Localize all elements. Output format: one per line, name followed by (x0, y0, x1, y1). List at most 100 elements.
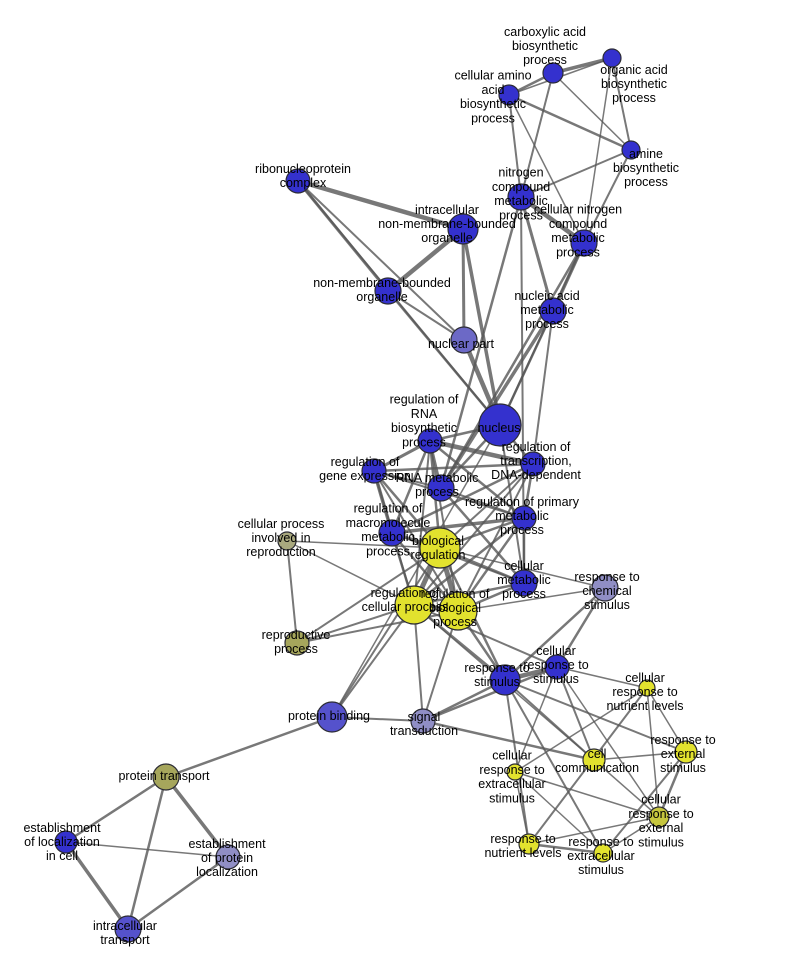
node-cellular-metabolic-process[interactable] (510, 569, 538, 597)
edge-regulation-of-transcription-dna-dependent--regulation-of-biological-process[interactable] (457, 463, 534, 612)
node-regulation-of-biological-process[interactable] (438, 591, 478, 631)
edge-cellular-response-to-nutrient-levels--cellular-response-to-external-stimulus[interactable] (646, 687, 660, 818)
node-cell-communication[interactable] (582, 748, 606, 772)
edge-cellular-amino-acid-biosynthetic-process--cellular-nitrogen-compound-metabolic-process[interactable] (508, 94, 585, 244)
edge-protein-transport--establishment-of-localization-in-cell[interactable] (64, 775, 168, 844)
edge-cell-communication--cellular-response-to-external-stimulus[interactable] (593, 759, 660, 818)
edge-organic-acid-biosynthetic-process--cellular-nitrogen-compound-metabolic-process[interactable] (583, 57, 613, 244)
edge-carboxylic-acid-biosynthetic-process--nitrogen-compound-metabolic-process[interactable] (520, 72, 554, 198)
node-intracellular-transport[interactable] (114, 915, 142, 943)
node-regulation-of-cellular-process[interactable] (394, 585, 434, 625)
edge-response-to-external-stimulus--response-to-extracellular-stimulus[interactable] (602, 751, 687, 854)
edge-nitrogen-compound-metabolic-process--rna-metabolic-process[interactable] (439, 195, 523, 490)
node-ribonucleoprotein-complex[interactable] (285, 168, 311, 194)
edge-cellular-response-to-extracellular-stimulus--response-to-nutrient-levels[interactable] (514, 771, 530, 845)
node-response-to-stimulus[interactable] (489, 664, 521, 696)
edge-reproductive-process--biological-regulation[interactable] (296, 547, 441, 644)
edge-cellular-process-involved-in-reproduction--regulation-of-cellular-process[interactable] (286, 540, 415, 606)
edge-cellular-process-involved-in-reproduction--reproductive-process[interactable] (286, 540, 298, 644)
edge-protein-binding--protein-transport[interactable] (164, 715, 334, 779)
edge-establishment-of-protein-localization--intracellular-transport[interactable] (126, 855, 230, 931)
edge-establishment-of-localization-in-cell--intracellular-transport[interactable] (64, 840, 130, 931)
edge-reproductive-process--regulation-of-biological-process[interactable] (296, 610, 459, 644)
node-intracellular-non-membrane-bounded-organelle[interactable] (447, 213, 479, 245)
edge-organic-acid-biosynthetic-process--amine-biosynthetic-process[interactable] (611, 57, 632, 151)
edge-regulation-of-rna-biosynthetic-process--regulation-of-macromolecule-metabolic-process[interactable] (390, 439, 432, 535)
node-cellular-process-involved-in-reproduction[interactable] (277, 531, 297, 551)
edge-protein-binding--regulation-of-cellular-process[interactable] (331, 604, 415, 718)
edge-cellular-response-to-nutrient-levels--response-to-external-stimulus[interactable] (646, 687, 687, 753)
edge-cellular-response-to-stimulus--cellular-response-to-nutrient-levels[interactable] (556, 666, 648, 689)
edge-response-to-stimulus--response-to-external-stimulus[interactable] (504, 679, 687, 753)
edge-intracellular-non-membrane-bounded-organelle--nuclear-part[interactable] (461, 227, 466, 342)
edge-establishment-of-localization-in-cell--establishment-of-protein-localization[interactable] (65, 841, 229, 858)
edge-response-to-external-stimulus--cellular-response-to-external-stimulus[interactable] (657, 750, 688, 819)
node-response-to-extracellular-stimulus[interactable] (593, 843, 613, 863)
edge-cellular-amino-acid-biosynthetic-process--amine-biosynthetic-process[interactable] (507, 93, 633, 152)
edge-response-to-external-stimulus--cell-communication[interactable] (593, 751, 687, 761)
edge-ribonucleoprotein-complex--intracellular-non-membrane-bounded-organelle[interactable] (295, 178, 466, 232)
node-establishment-of-localization-in-cell[interactable] (54, 830, 78, 854)
node-nuclear-part[interactable] (450, 326, 478, 354)
edge-amine-biosynthetic-process--cellular-nitrogen-compound-metabolic-process[interactable] (583, 149, 632, 244)
node-signal-transduction[interactable] (410, 708, 436, 734)
node-organic-acid-biosynthetic-process[interactable] (602, 48, 622, 68)
edge-non-membrane-bounded-organelle--nuclear-part[interactable] (387, 290, 465, 341)
edge-regulation-of-rna-biosynthetic-process--regulation-of-primary-metabolic-process[interactable] (428, 439, 526, 520)
edge-non-membrane-bounded-organelle--nucleus[interactable] (386, 289, 502, 427)
edge-signal-transduction--cell-communication[interactable] (421, 719, 596, 762)
edge-response-to-nutrient-levels--response-to-extracellular-stimulus[interactable] (527, 842, 605, 855)
edge-response-to-stimulus--response-to-nutrient-levels[interactable] (504, 679, 530, 845)
node-rna-metabolic-process[interactable] (427, 474, 455, 502)
node-amine-biosynthetic-process[interactable] (621, 140, 641, 160)
edge-protein-transport--establishment-of-protein-localization[interactable] (164, 775, 230, 859)
edge-amine-biosynthetic-process--nitrogen-compound-metabolic-process[interactable] (520, 149, 632, 198)
node-biological-regulation[interactable] (419, 527, 461, 569)
edge-regulation-of-transcription-dna-dependent--regulation-of-gene-expression[interactable] (372, 462, 535, 473)
node-cellular-nitrogen-compound-metabolic-process[interactable] (570, 229, 598, 257)
edge-response-to-chemical-stimulus--cellular-response-to-stimulus[interactable] (555, 586, 607, 669)
node-establishment-of-protein-localization[interactable] (215, 844, 241, 870)
node-cellular-amino-acid-biosynthetic-process[interactable] (498, 84, 520, 106)
edge-cellular-response-to-stimulus--cell-communication[interactable] (556, 666, 595, 761)
edge-regulation-of-rna-biosynthetic-process--regulation-of-transcription-dna-dependent[interactable] (427, 438, 536, 467)
edge-ribonucleoprotein-complex--nuclear-part[interactable] (297, 180, 465, 341)
edge-nucleic-acid-metabolic-process--rna-metabolic-process[interactable] (439, 309, 555, 490)
node-nucleus[interactable] (478, 403, 522, 447)
edge-cellular-response-to-stimulus--cellular-response-to-external-stimulus[interactable] (556, 666, 660, 818)
edge-response-to-chemical-stimulus--response-to-stimulus[interactable] (503, 586, 607, 682)
node-cellular-response-to-stimulus[interactable] (544, 654, 570, 680)
node-regulation-of-transcription-dna-dependent[interactable] (520, 451, 546, 477)
edge-response-to-stimulus--response-to-extracellular-stimulus[interactable] (504, 679, 604, 854)
node-response-to-nutrient-levels[interactable] (518, 833, 540, 855)
node-cellular-response-to-external-stimulus[interactable] (648, 806, 670, 828)
edge-cellular-response-to-extracellular-stimulus--cellular-response-to-external-stimulus[interactable] (514, 771, 660, 818)
node-regulation-of-gene-expression[interactable] (361, 458, 387, 484)
edge-cellular-response-to-nutrient-levels--cellular-response-to-extracellular-stimulus[interactable] (514, 687, 648, 773)
node-response-to-chemical-stimulus[interactable] (591, 574, 619, 602)
edge-nitrogen-compound-metabolic-process--nucleic-acid-metabolic-process[interactable] (519, 195, 555, 313)
node-regulation-of-macromolecule-metabolic-process[interactable] (378, 519, 406, 547)
edge-cellular-amino-acid-biosynthetic-process--nitrogen-compound-metabolic-process[interactable] (508, 94, 522, 198)
edge-reproductive-process--regulation-of-cellular-process[interactable] (296, 604, 415, 644)
edge-nucleic-acid-metabolic-process--regulation-of-transcription-dna-dependent[interactable] (532, 310, 554, 465)
edge-protein-transport--intracellular-transport[interactable] (126, 775, 168, 931)
edge-intracellular-non-membrane-bounded-organelle--nucleus[interactable] (461, 227, 502, 427)
node-regulation-of-primary-metabolic-process[interactable] (511, 505, 537, 531)
edge-carboxylic-acid-biosynthetic-process--amine-biosynthetic-process[interactable] (552, 72, 632, 151)
edge-cellular-response-to-extracellular-stimulus--response-to-extracellular-stimulus[interactable] (514, 771, 604, 854)
node-nucleic-acid-metabolic-process[interactable] (539, 297, 567, 325)
node-cellular-response-to-extracellular-stimulus[interactable] (506, 763, 524, 781)
node-protein-transport[interactable] (152, 763, 180, 791)
edge-cellular-response-to-stimulus--regulation-of-cellular-process[interactable] (413, 604, 558, 668)
edge-cellular-response-to-stimulus--cellular-response-to-extracellular-stimulus[interactable] (514, 666, 558, 773)
edge-regulation-of-biological-process--response-to-chemical-stimulus[interactable] (457, 587, 606, 612)
edge-cellular-process-involved-in-reproduction--biological-regulation[interactable] (286, 540, 441, 549)
node-reproductive-process[interactable] (284, 630, 310, 656)
node-non-membrane-bounded-organelle[interactable] (374, 277, 402, 305)
edge-rna-metabolic-process--regulation-of-primary-metabolic-process[interactable] (440, 487, 525, 519)
node-nitrogen-compound-metabolic-process[interactable] (507, 183, 535, 211)
node-regulation-of-rna-biosynthetic-process[interactable] (417, 428, 443, 454)
edge-response-to-chemical-stimulus--biological-regulation[interactable] (439, 547, 606, 589)
edge-regulation-of-primary-metabolic-process--regulation-of-macromolecule-metabolic-process[interactable] (390, 516, 526, 535)
